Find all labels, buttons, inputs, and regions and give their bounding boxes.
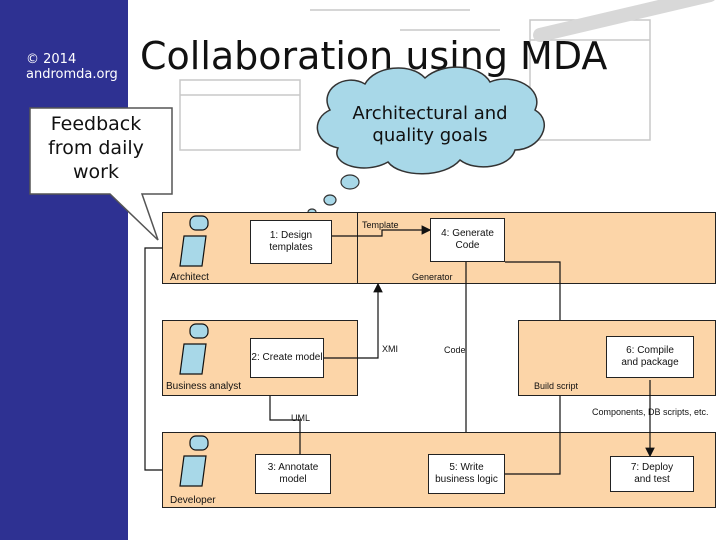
cloud-bubble-small <box>323 194 337 206</box>
flow-uml: UML <box>291 413 311 423</box>
background-sketch-image <box>179 0 715 151</box>
flow-code: Code <box>444 345 466 355</box>
analyst-actor-body-icon <box>179 343 207 375</box>
step-design-line-1: 1: Design <box>269 230 313 241</box>
flow-components: Components, DB scripts, etc. <box>592 407 709 417</box>
callout-line-2: from daily <box>48 137 144 159</box>
goals-cloud <box>316 66 546 175</box>
step-deploy-line-1: 7: Deploy <box>630 462 674 473</box>
cloud-text: Architectural and quality goals <box>330 103 530 147</box>
step-design-line-2: templates <box>269 242 313 253</box>
step-compile-line-2: and package <box>621 357 679 368</box>
architect-actor-head-icon <box>189 215 209 231</box>
step-annotate-line-2: model <box>279 474 307 485</box>
role-business-analyst: Business analyst <box>166 381 242 392</box>
slide-title: Collaboration using MDA <box>140 34 608 78</box>
step-compile-line-1: 6: Compile <box>626 345 674 356</box>
step-annotate-line-1: 3: Annotate <box>267 462 319 473</box>
flow-build-script: Build script <box>534 381 579 391</box>
role-developer: Developer <box>170 495 216 506</box>
analyst-actor-head-icon <box>189 323 209 339</box>
step-write-line-2: business logic <box>435 474 498 485</box>
connector-xmi <box>322 282 383 359</box>
role-architect: Architect <box>170 272 209 283</box>
developer-actor-body-icon <box>179 455 207 487</box>
connector-feedback <box>144 247 162 471</box>
connector-compile <box>505 396 561 475</box>
architect-actor-body-icon <box>179 235 207 267</box>
step-create-model-label: 2: Create model <box>251 352 323 363</box>
connector-build <box>505 261 561 320</box>
step-generate-line-1: 4: Generate <box>441 228 494 239</box>
copyright: © 2014 andromda.org <box>26 52 118 82</box>
step-write-line-1: 5: Write <box>449 462 484 473</box>
step-generate-line-2: Code <box>455 240 480 251</box>
cloud-line-2: quality goals <box>372 125 488 146</box>
copyright-site: andromda.org <box>26 67 118 82</box>
cloud-line-1: Architectural and <box>352 103 508 124</box>
sidebar-band <box>0 0 128 540</box>
step-deploy-line-2: and test <box>634 474 670 485</box>
callout-line-3: work <box>73 161 119 183</box>
copyright-year: © 2014 <box>26 52 77 67</box>
lane-generator <box>358 212 716 284</box>
connector-template <box>332 225 432 237</box>
flow-generator: Generator <box>412 272 453 282</box>
developer-actor-head-icon <box>189 435 209 451</box>
flow-xmi: XMI <box>382 344 399 354</box>
cloud-bubble-large <box>340 174 360 190</box>
callout-text: Feedback from daily work <box>36 112 156 184</box>
callout-line-1: Feedback <box>50 113 142 135</box>
flow-template: Template <box>362 220 399 230</box>
feedback-callout <box>29 107 173 241</box>
connector-uml <box>269 396 301 454</box>
step-create-model: 2: Create model <box>250 338 324 378</box>
